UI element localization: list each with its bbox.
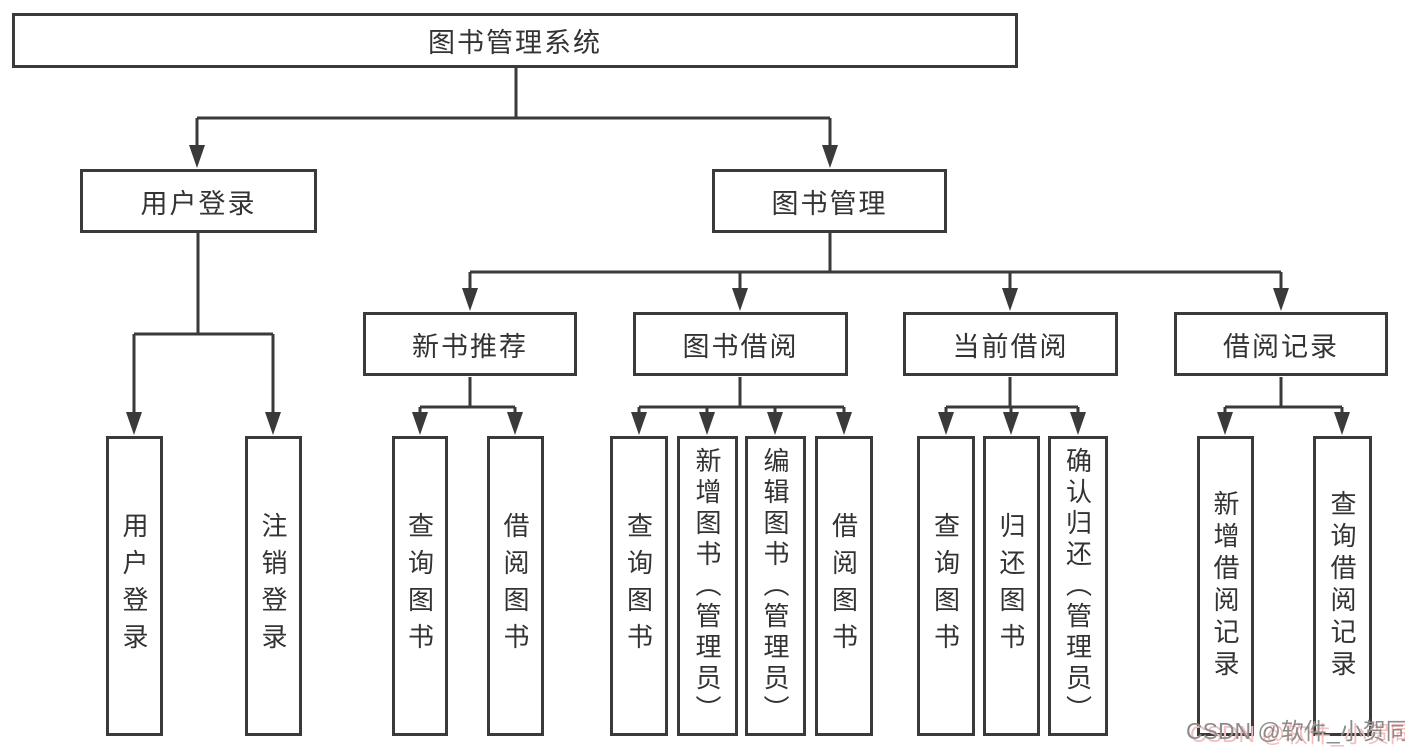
leaf-recommend-borrow-book-label: 借阅图书 bbox=[500, 512, 530, 660]
connector-records-to-leaves bbox=[1217, 377, 1350, 435]
connector-borrow-to-leaves bbox=[631, 377, 852, 435]
leaf-borrow-borrow-book: 借阅图书 bbox=[815, 436, 873, 736]
leaf-logout: 注销登录 bbox=[245, 436, 302, 736]
node-current-borrow: 当前借阅 bbox=[903, 312, 1118, 376]
leaf-recommend-query-book: 查询图书 bbox=[392, 436, 448, 736]
leaf-current-query-book: 查询图书 bbox=[917, 436, 975, 736]
leaf-borrow-edit-book-admin: 编辑图书（管理员） bbox=[745, 436, 806, 736]
node-root-label: 图书管理系统 bbox=[428, 28, 602, 58]
leaf-borrow-borrow-book-label: 借阅图书 bbox=[828, 512, 859, 660]
connector-current-to-leaves bbox=[938, 377, 1086, 435]
leaf-records-add-record-label: 新增借阅记录 bbox=[1210, 490, 1240, 682]
node-user-login-branch: 用户登录 bbox=[80, 169, 317, 233]
connector-user-to-leaves bbox=[126, 233, 281, 435]
leaf-user-login-label: 用户登录 bbox=[119, 512, 149, 660]
leaf-recommend-query-book-label: 查询图书 bbox=[404, 512, 435, 660]
node-user-login-branch-label: 用户登录 bbox=[140, 188, 257, 219]
connector-management-to-level3 bbox=[462, 233, 1289, 311]
leaf-current-confirm-return-admin: 确认归还（管理员） bbox=[1048, 436, 1108, 736]
node-borrow-records-label: 借阅记录 bbox=[1223, 331, 1339, 362]
leaf-records-query-record: 查询借阅记录 bbox=[1313, 436, 1372, 736]
leaf-current-return-book: 归还图书 bbox=[983, 436, 1040, 736]
connector-recommend-to-leaves bbox=[412, 377, 523, 435]
leaf-current-confirm-return-admin-label: 确认归还（管理员） bbox=[1062, 446, 1093, 726]
leaf-current-return-book-label: 归还图书 bbox=[996, 512, 1026, 660]
node-book-borrow-label: 图书借阅 bbox=[682, 331, 799, 362]
node-book-management-branch: 图书管理 bbox=[712, 169, 947, 233]
node-book-borrow: 图书借阅 bbox=[633, 312, 848, 376]
node-borrow-records: 借阅记录 bbox=[1174, 312, 1388, 376]
leaf-user-login: 用户登录 bbox=[106, 436, 163, 736]
leaf-borrow-edit-book-admin-label: 编辑图书（管理员） bbox=[760, 446, 790, 726]
node-root: 图书管理系统 bbox=[12, 13, 1018, 68]
leaf-borrow-add-book-admin: 新增图书（管理员） bbox=[677, 436, 738, 736]
node-book-management-branch-label: 图书管理 bbox=[771, 188, 888, 219]
connector-root-to-level2 bbox=[189, 68, 838, 168]
csdn-watermark: CSDN @软件_小贺同学 bbox=[1186, 718, 1405, 744]
leaf-records-query-record-label: 查询借阅记录 bbox=[1327, 490, 1357, 682]
leaf-records-add-record: 新增借阅记录 bbox=[1197, 436, 1254, 736]
leaf-borrow-query-book: 查询图书 bbox=[610, 436, 668, 736]
leaf-borrow-query-book-label: 查询图书 bbox=[623, 512, 654, 660]
leaf-logout-label: 注销登录 bbox=[258, 512, 288, 660]
node-new-book-recommend-label: 新书推荐 bbox=[412, 331, 528, 362]
node-new-book-recommend: 新书推荐 bbox=[363, 312, 577, 376]
leaf-borrow-add-book-admin-label: 新增图书（管理员） bbox=[692, 446, 722, 726]
node-current-borrow-label: 当前借阅 bbox=[952, 331, 1069, 362]
leaf-recommend-borrow-book: 借阅图书 bbox=[487, 436, 544, 736]
leaf-current-query-book-label: 查询图书 bbox=[930, 512, 961, 660]
